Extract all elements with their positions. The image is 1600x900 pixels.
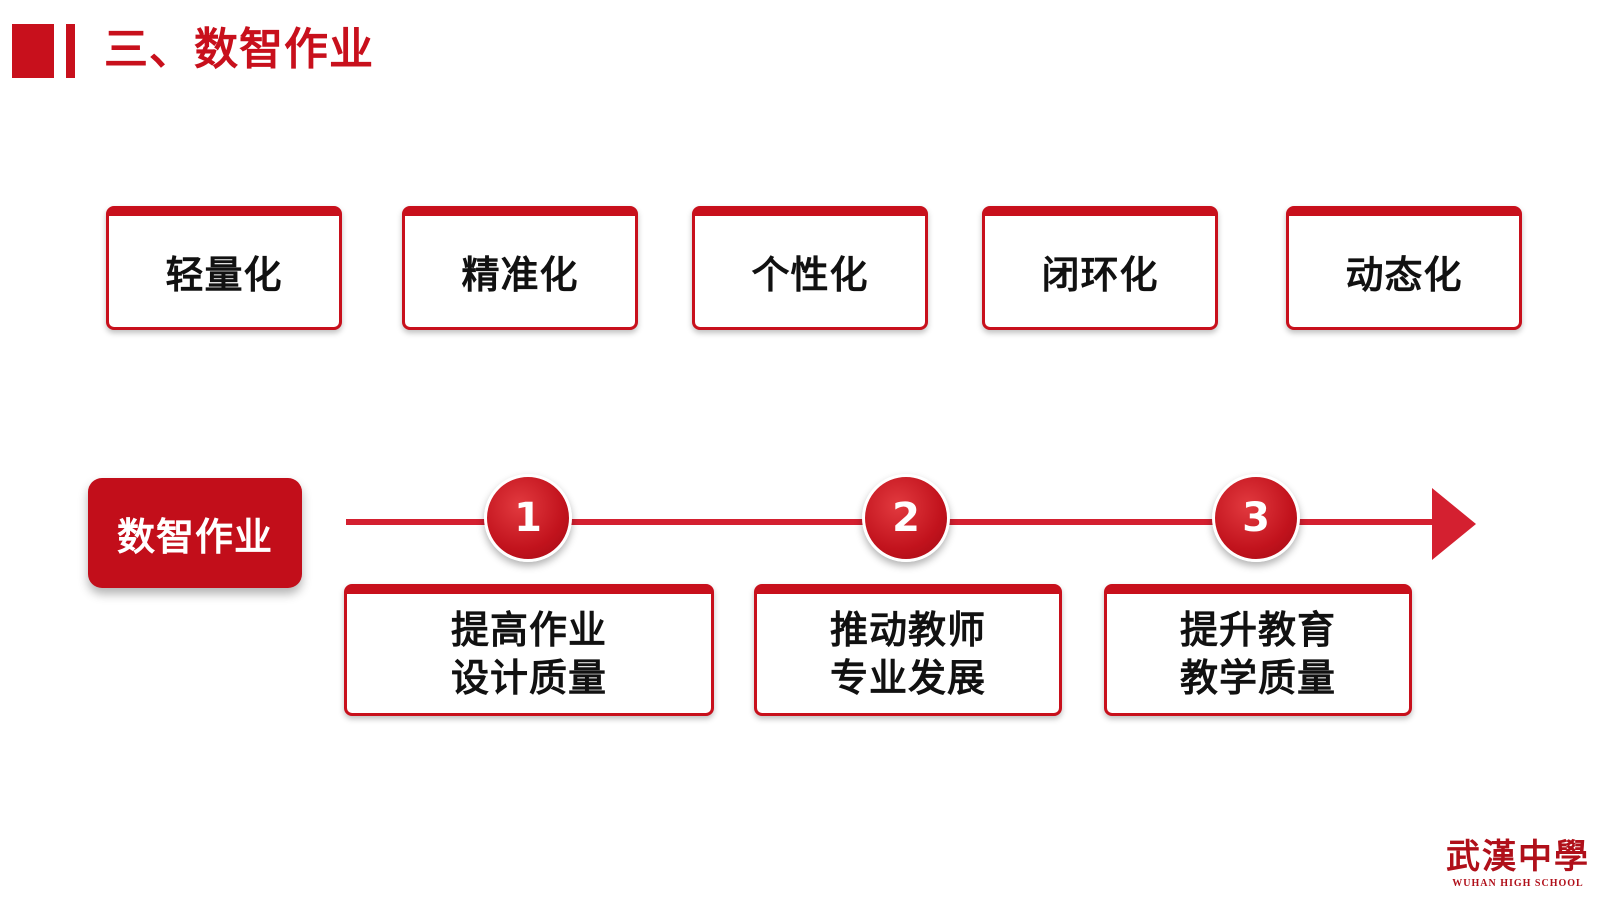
- feature-label: 个性化: [751, 253, 869, 297]
- slide-title: 三、数智作业: [104, 24, 374, 75]
- school-logo: 武漢中學 WUHAN HIGH SCHOOL: [1444, 838, 1592, 889]
- goal-card-3: 提升教育 教学质量: [1104, 584, 1412, 716]
- goal-card-1: 提高作业 设计质量: [344, 584, 714, 716]
- feature-card-3: 个性化: [692, 206, 928, 330]
- main-topic-box: 数智作业: [88, 478, 302, 588]
- goal-line: 提高作业: [450, 607, 607, 652]
- step-number: 3: [1242, 495, 1270, 541]
- title-accent-block: [12, 24, 54, 78]
- goal-line: 专业发展: [829, 655, 986, 700]
- step-circle-3: 3: [1212, 474, 1300, 562]
- goal-line: 设计质量: [450, 655, 607, 700]
- step-circle-2: 2: [862, 474, 950, 562]
- feature-card-1: 轻量化: [106, 206, 342, 330]
- feature-card-4: 闭环化: [982, 206, 1218, 330]
- step-number: 1: [514, 495, 542, 541]
- school-logo-english: WUHAN HIGH SCHOOL: [1452, 878, 1584, 889]
- goal-line: 教学质量: [1179, 655, 1336, 700]
- feature-label: 轻量化: [165, 253, 283, 297]
- goal-line: 推动教师: [829, 607, 986, 652]
- step-circle-1: 1: [484, 474, 572, 562]
- school-logo-chinese: 武漢中學: [1446, 837, 1590, 877]
- title-accent-bar: [66, 24, 75, 78]
- feature-label: 闭环化: [1041, 253, 1159, 297]
- step-number: 2: [892, 495, 920, 541]
- feature-card-5: 动态化: [1286, 206, 1522, 330]
- goal-card-2: 推动教师 专业发展: [754, 584, 1062, 716]
- feature-card-2: 精准化: [402, 206, 638, 330]
- feature-label: 精准化: [461, 253, 579, 297]
- timeline-arrow-icon: [1432, 488, 1476, 560]
- main-topic-label: 数智作业: [116, 514, 273, 559]
- goal-line: 提升教育: [1179, 607, 1336, 652]
- feature-label: 动态化: [1345, 253, 1463, 297]
